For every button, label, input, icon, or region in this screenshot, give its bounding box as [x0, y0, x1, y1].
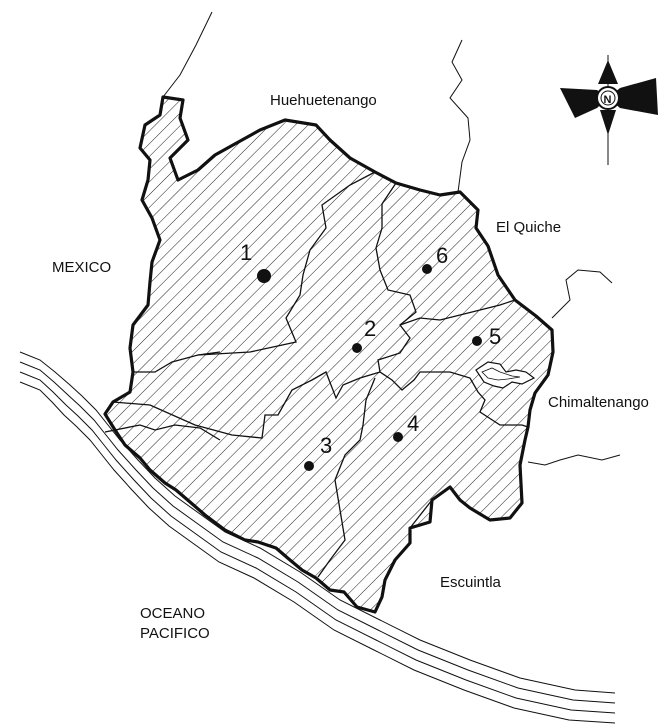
- boundary-1-lower: [197, 351, 221, 356]
- zone-3-dot: [304, 461, 314, 471]
- zone-6-dot: [422, 264, 432, 274]
- compass-north-letter: N: [604, 94, 612, 106]
- label-escuintla: Escuintla: [440, 574, 502, 591]
- label-mexico: MEXICO: [52, 259, 111, 276]
- quiche-border-line: [449, 39, 471, 193]
- chimaltenango-border-south: [527, 454, 621, 466]
- boundary-5: [379, 371, 529, 428]
- label-ocean-line2: PACIFICO: [140, 625, 210, 642]
- zone-1-dot: [257, 269, 271, 283]
- label-chimaltenango: Chimaltenango: [548, 394, 649, 411]
- coastline: [19, 351, 616, 724]
- boundary-6-5: [399, 299, 516, 326]
- compass-rose-icon: N: [560, 55, 658, 165]
- neighbor-borders: [162, 11, 621, 466]
- label-el-quiche: El Quiche: [496, 219, 561, 236]
- zone-5-label: 5: [489, 324, 501, 349]
- label-ocean-line1: OCEANO: [140, 605, 205, 622]
- boundary-4-lower: [409, 499, 433, 529]
- zone-markers: 1 2 3 4 5 6: [240, 240, 501, 471]
- zone-1-label: 1: [240, 240, 252, 265]
- region-body: [105, 97, 553, 612]
- zone-6-label: 6: [436, 243, 448, 268]
- chimaltenango-border-north: [551, 269, 613, 319]
- zone-2-label: 2: [364, 316, 376, 341]
- zone-4-dot: [393, 432, 403, 442]
- zone-5-dot: [472, 336, 482, 346]
- boundary-2-6: [112, 182, 417, 439]
- boundary-3-cut: [104, 424, 221, 441]
- neighbor-labels: Huehuetenango El Quiche MEXICO Chimalten…: [52, 92, 649, 642]
- boundary-1-2: [133, 171, 376, 373]
- zone-4-label: 4: [407, 411, 419, 436]
- region-outline: [103, 95, 555, 614]
- zone-3-label: 3: [320, 433, 332, 458]
- label-huehuetenango: Huehuetenango: [270, 92, 377, 109]
- boundary-3-4: [317, 377, 376, 578]
- zone-2-dot: [352, 343, 362, 353]
- mexico-border-line: [162, 11, 213, 98]
- lake-shape: [475, 361, 536, 389]
